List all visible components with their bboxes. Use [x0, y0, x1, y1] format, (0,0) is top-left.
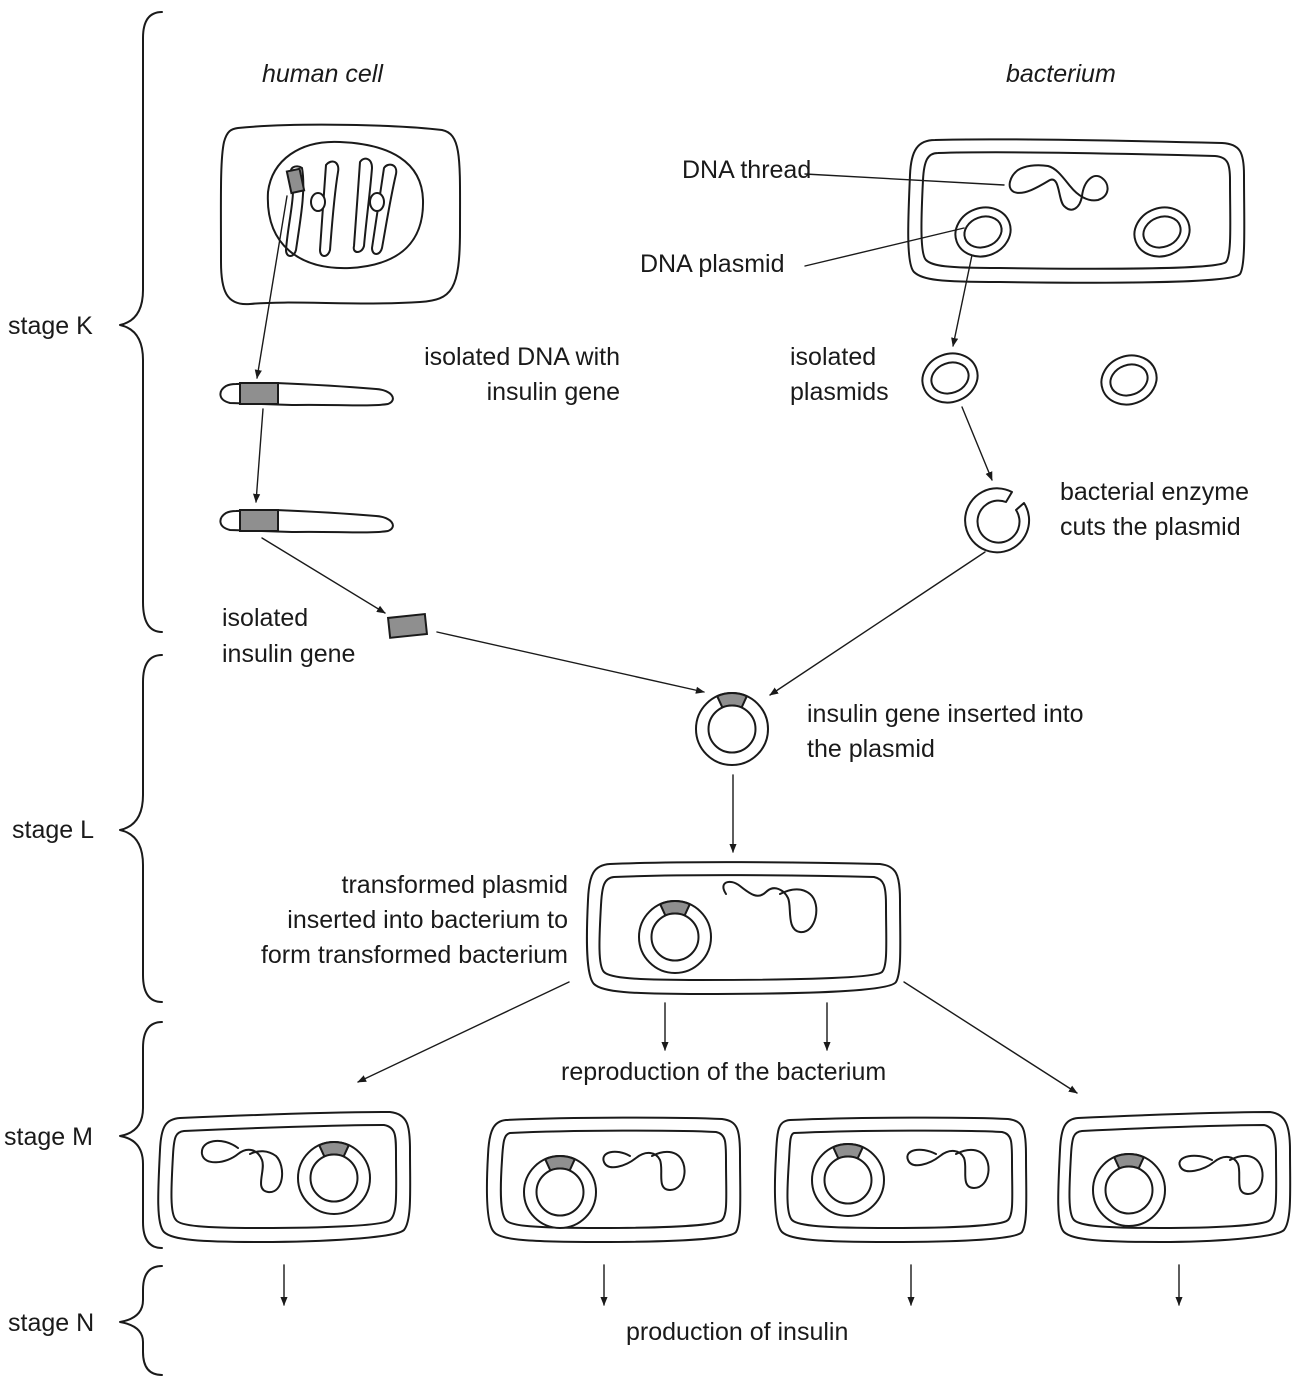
daughter-bacterium-2 [485, 1116, 742, 1243]
bacterium-top [907, 138, 1246, 284]
daughter-bacterium-4 [1057, 1111, 1292, 1243]
recombinant-plasmid [695, 692, 769, 766]
title-human-cell: human cell [262, 60, 384, 88]
label-isolated-plasmids-1: isolated [790, 343, 876, 371]
isolated-insulin-gene [386, 612, 429, 639]
isolated-plasmid-1 [921, 352, 979, 404]
label-transformed-1: transformed plasmid [342, 871, 568, 899]
chromosomes [285, 157, 398, 257]
label-dna-thread: DNA thread [682, 156, 811, 184]
stage-label-n: stage N [8, 1309, 94, 1337]
label-enzyme-2: cuts the plasmid [1060, 513, 1241, 541]
dna-plasmid-right [1133, 206, 1191, 258]
label-dna-plasmid: DNA plasmid [640, 250, 785, 278]
label-isolated-gene-1: isolated [222, 604, 308, 632]
stage-label-l: stage L [12, 816, 94, 844]
daughter-bacterium-1 [157, 1111, 412, 1243]
dna-plasmid-left [954, 206, 1012, 258]
brace-stage-k [119, 11, 163, 633]
transformed-bacterium [585, 861, 902, 995]
title-bacterium: bacterium [1006, 60, 1116, 88]
label-transformed-3: form transformed bacterium [261, 941, 568, 969]
isolated-plasmid-2 [1100, 354, 1158, 406]
brace-stage-n [119, 1265, 163, 1376]
human-cell [219, 123, 462, 306]
dna-strand-cut [219, 509, 394, 534]
arrows [253, 195, 1183, 1306]
label-enzyme-1: bacterial enzyme [1060, 478, 1249, 506]
label-isolated-dna-2: insulin gene [487, 378, 620, 406]
dna-thread [1008, 164, 1109, 211]
stage-braces [119, 11, 163, 1376]
stage-label-m: stage M [4, 1123, 93, 1151]
isolated-dna-strand [219, 382, 394, 407]
label-transformed-2: inserted into bacterium to [287, 906, 568, 934]
brace-stage-l [119, 654, 163, 1003]
daughter-bacterium-3 [773, 1116, 1028, 1243]
cut-plasmid [964, 487, 1031, 554]
label-inserted-1: insulin gene inserted into [807, 700, 1084, 728]
label-inserted-2: the plasmid [807, 735, 935, 763]
label-isolated-dna-1: isolated DNA with [424, 343, 620, 371]
label-isolated-gene-2: insulin gene [222, 640, 355, 668]
label-production: production of insulin [626, 1318, 848, 1346]
stage-label-k: stage K [8, 312, 93, 340]
stage-labels: stage K stage L stage M stage N [4, 312, 94, 1337]
label-reproduction: reproduction of the bacterium [561, 1058, 886, 1086]
brace-stage-m [119, 1021, 163, 1249]
label-isolated-plasmids-2: plasmids [790, 378, 889, 406]
